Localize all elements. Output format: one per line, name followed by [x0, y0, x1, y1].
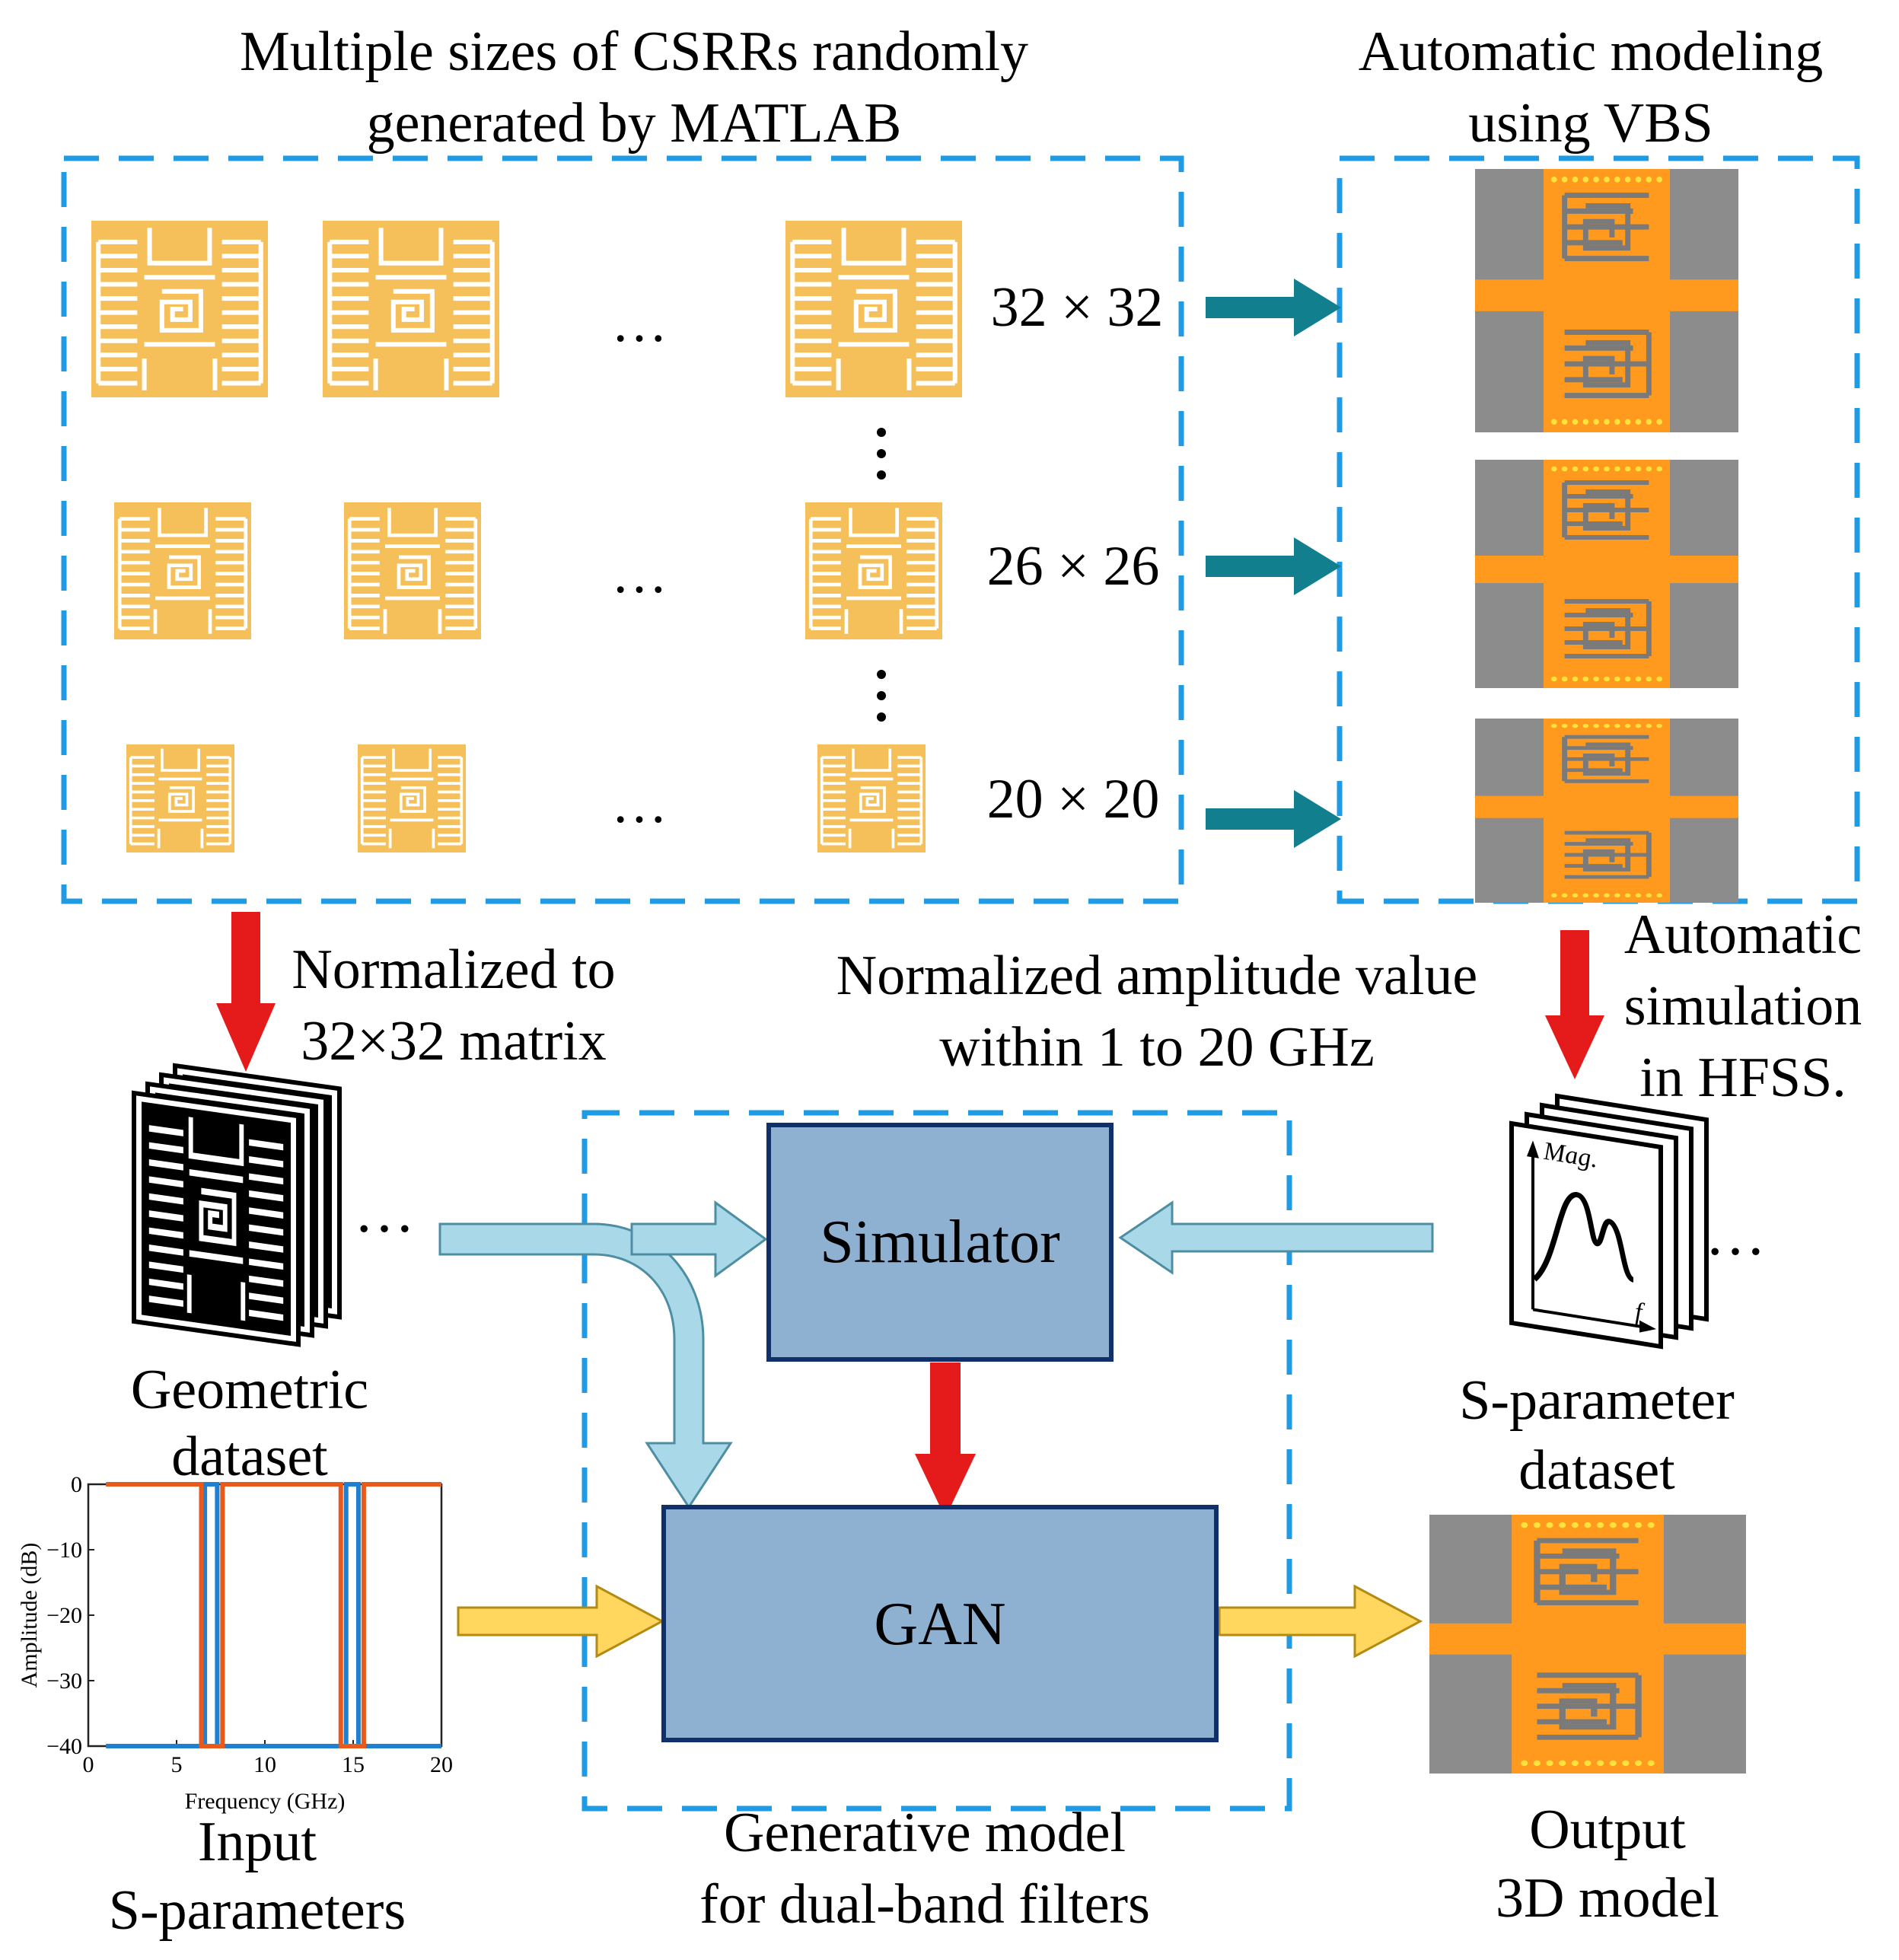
csrr-dashed-frame — [61, 155, 1184, 904]
vbs-heading-line2: using VBS — [1468, 92, 1713, 155]
chart-y-tick-label: −10 — [46, 1538, 82, 1563]
output-label-line1: Output — [1529, 1799, 1686, 1861]
input-sparam-chart: 0 5 10 15 20 0 −10 −20 −30 −40 Frequency (GHz) Am… — [17, 1472, 453, 1814]
simulator-label: Simulator — [820, 1209, 1060, 1276]
row1-ellipsis: … — [611, 292, 668, 354]
csrr-pattern — [356, 743, 467, 854]
sparam-dataset-line2: dataset — [1518, 1439, 1675, 1502]
hfss-label-line2: simulation — [1624, 975, 1862, 1037]
csrr-heading-line2: generated by MATLAB — [367, 92, 902, 155]
lightblue-arrows — [438, 1200, 1434, 1509]
chart-y-tick-label: 0 — [71, 1472, 82, 1497]
chart-y-axis-label: Amplitude (dB) — [17, 1543, 42, 1688]
vbs-heading-line1: Automatic modeling — [1359, 21, 1823, 83]
chart-series-line-2 — [106, 1482, 441, 1748]
pcb-model-20 — [1475, 719, 1738, 903]
csrr-pattern — [805, 502, 942, 639]
chart-series-line-1 — [106, 1482, 441, 1748]
simulator-block — [766, 1123, 1114, 1362]
hfss-label-line1: Automatic — [1624, 904, 1862, 966]
amplitude-label-line1: Normalized amplitude value — [836, 945, 1477, 1007]
csrr-pattern — [114, 502, 251, 639]
output-pcb-model — [1429, 1515, 1746, 1774]
chart-y-tick-label: −20 — [46, 1603, 82, 1628]
csrr-pattern — [785, 221, 962, 397]
generative-model-dashed-frame — [581, 1110, 1292, 1812]
vbs-dashed-frame — [1337, 155, 1860, 904]
geometric-ellipsis: … — [354, 1178, 415, 1245]
csrr-pattern — [344, 502, 481, 639]
chart-x-tick-label: 20 — [430, 1752, 453, 1777]
row2-ellipsis: … — [611, 543, 668, 605]
csrr-pattern — [816, 743, 927, 854]
size-label-32: 32 × 32 — [991, 276, 1164, 339]
sparam-dataset-stack: Mag. f — [1509, 1093, 1709, 1350]
geometric-dataset-line1: Geometric — [131, 1359, 368, 1421]
gan-label: GAN — [874, 1591, 1005, 1658]
csrr-pattern — [91, 221, 268, 397]
input-label-line1: Input — [198, 1811, 317, 1873]
chart-y-tick-label: −40 — [46, 1734, 82, 1759]
chart-y-tick-label: −30 — [46, 1668, 82, 1694]
size-label-26: 26 × 26 — [987, 535, 1160, 598]
pcb-model-32 — [1475, 169, 1738, 432]
size-label-20: 20 × 20 — [987, 768, 1160, 830]
chart-x-tick-label: 10 — [253, 1752, 276, 1777]
input-label-line2: S-parameters — [109, 1879, 406, 1942]
yellow-arrows — [457, 1584, 1423, 1659]
chart-x-tick-label: 0 — [83, 1752, 94, 1777]
gan-block — [661, 1505, 1219, 1742]
normalized-label-line2: 32×32 matrix — [301, 1010, 606, 1072]
output-label-line2: 3D model — [1496, 1867, 1719, 1930]
geometric-dataset-line2: dataset — [171, 1426, 328, 1488]
chart-x-tick-label: 15 — [342, 1752, 365, 1777]
geometric-dataset-stack — [132, 1063, 342, 1347]
chart-plot-area — [87, 1483, 443, 1748]
generative-model-line2: for dual-band filters — [699, 1873, 1150, 1936]
hfss-label-line3: in HFSS. — [1639, 1047, 1846, 1109]
csrr-heading-line1: Multiple sizes of CSRRs randomly — [240, 21, 1028, 83]
csrr-pattern — [323, 221, 499, 397]
generative-model-line1: Generative model — [724, 1802, 1126, 1864]
chart-x-tick-label: 5 — [171, 1752, 183, 1777]
normalized-label-line1: Normalized to — [292, 939, 615, 1001]
pcb-model-26 — [1475, 460, 1738, 688]
red-arrows — [216, 912, 1604, 1518]
row3-ellipsis: … — [611, 773, 668, 835]
amplitude-label-line2: within 1 to 20 GHz — [939, 1016, 1374, 1079]
csrr-pattern — [125, 743, 236, 854]
teal-arrows — [1206, 279, 1341, 848]
chart-x-axis-label: Frequency (GHz) — [185, 1789, 346, 1814]
sparam-ellipsis: … — [1705, 1201, 1766, 1268]
vertical-ellipsis — [877, 428, 886, 722]
sparam-dataset-line1: S-parameter — [1459, 1369, 1735, 1432]
